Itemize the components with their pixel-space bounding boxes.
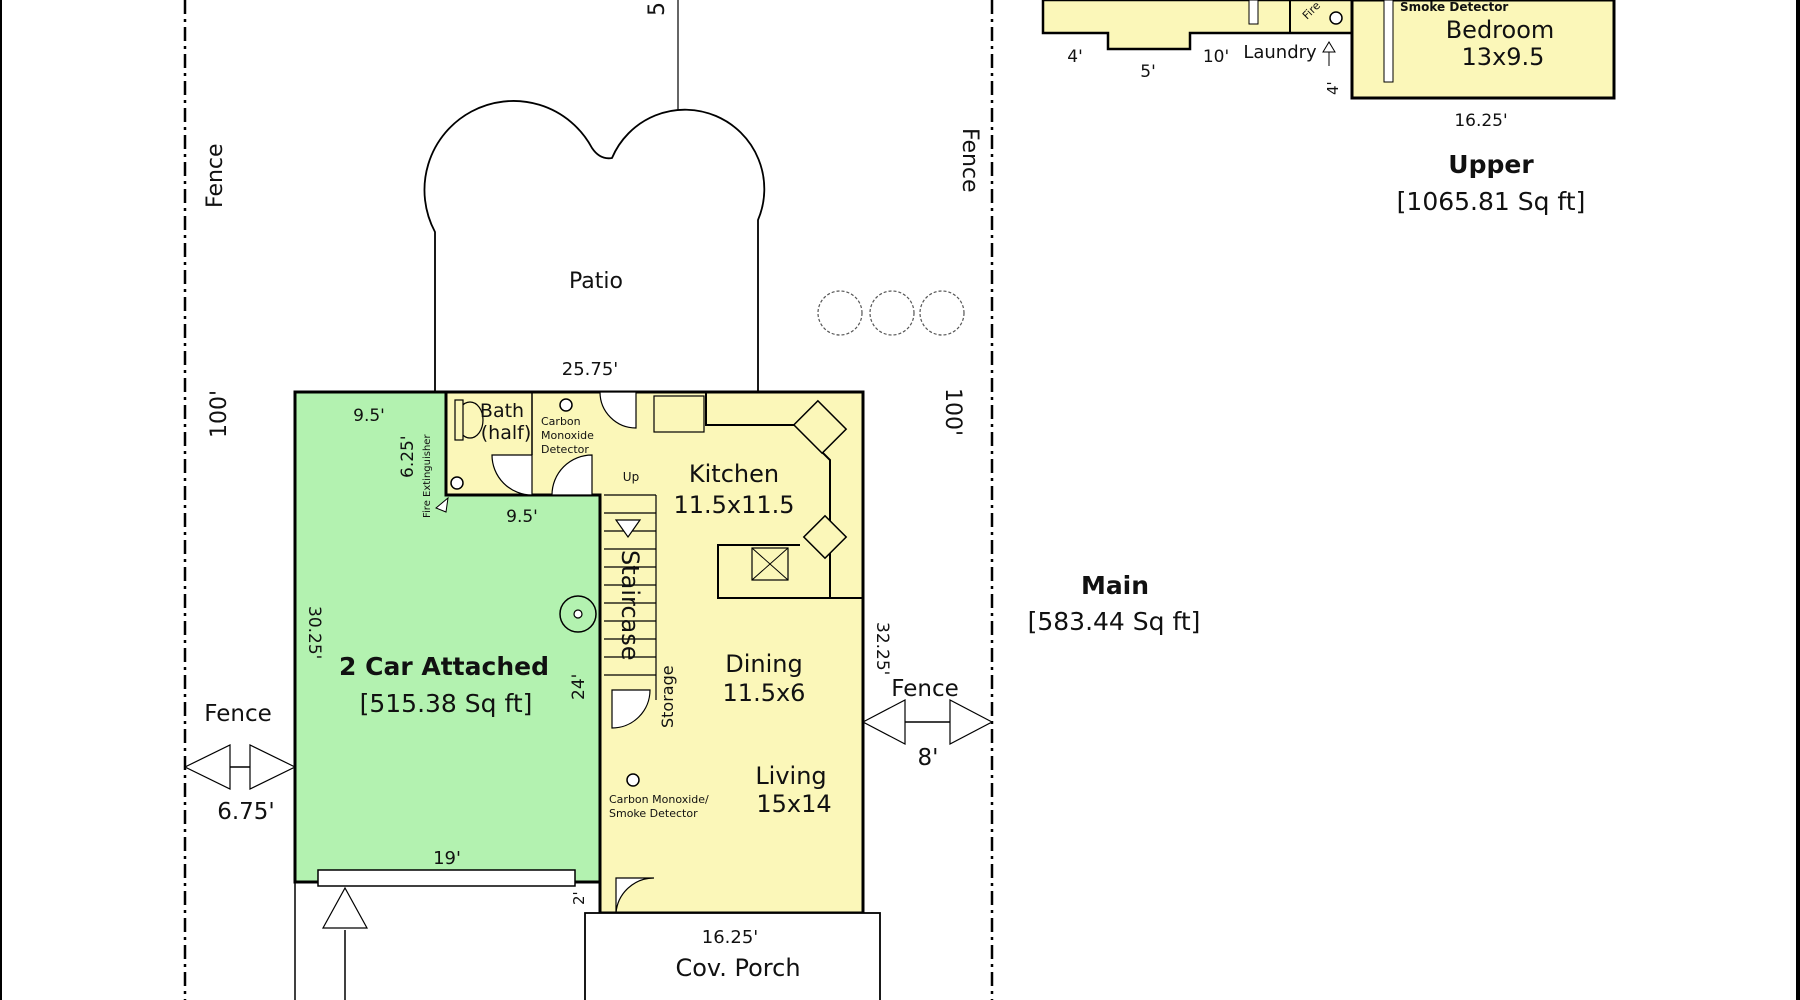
- upper-dim-5: 5': [1140, 62, 1156, 82]
- bushes: [817, 290, 965, 336]
- co-detector-label-1: Carbon: [541, 415, 581, 428]
- top-arrow-label: 5: [645, 2, 670, 16]
- dining-name: Dining: [725, 650, 802, 678]
- lot-depth-right-label: 100': [940, 388, 965, 436]
- dining-size: 11.5x6: [723, 679, 806, 707]
- laundry-label: Laundry: [1243, 42, 1317, 63]
- co-detector-label-3: Detector: [541, 443, 589, 456]
- setback-right-arrow-b: [949, 699, 994, 745]
- fridge: [653, 395, 705, 433]
- bath-name: Bath: [480, 400, 524, 422]
- fence-side-right-label: Fence: [891, 676, 959, 702]
- setback-right-arrow-a: [861, 699, 906, 745]
- door-swing-bath: [491, 454, 533, 496]
- garage-door: [317, 869, 576, 887]
- upper-dim-10: 10': [1203, 47, 1229, 67]
- living-size: 15x14: [756, 790, 831, 818]
- setback-left-label: 6.75': [217, 799, 275, 825]
- door-swings: [491, 391, 655, 914]
- bedroom-closet-door: [1383, 0, 1394, 83]
- patio-outline: [423, 100, 766, 392]
- door-swing-patio: [599, 391, 637, 429]
- patio-label: Patio: [569, 269, 623, 294]
- dim-bath-bottom: 9.5': [506, 507, 538, 527]
- bath-note: (half): [481, 422, 531, 444]
- covered-porch: [584, 912, 881, 1000]
- upper-closet-door: [1248, 0, 1259, 25]
- door-swing-garage: [551, 454, 593, 496]
- toilet-tank: [454, 399, 464, 441]
- bush-2: [869, 290, 915, 336]
- fire-extinguisher-label: Fire Extinguisher: [422, 434, 433, 518]
- dim-top-house: 25.75': [562, 359, 618, 380]
- co-detector-label-2: Monoxide: [541, 429, 594, 442]
- dim-garage-inner: 24': [569, 674, 589, 700]
- kitchen-name: Kitchen: [689, 460, 779, 488]
- setback-left-arrow-a: [183, 744, 231, 790]
- co-smoke-label-2: Smoke Detector: [609, 807, 698, 820]
- laundry-arrow-head: [1322, 41, 1336, 53]
- dim-porch: 16.25': [702, 927, 758, 948]
- fence-left-label: Fence: [203, 143, 228, 208]
- upper-level-area: [1065.81 Sq ft]: [1397, 187, 1586, 216]
- water-heater-dot: [573, 609, 583, 619]
- setback-right-label: 8': [918, 745, 939, 771]
- sink-appliance: [802, 514, 848, 560]
- door-swing-front: [615, 877, 655, 914]
- co-smoke-label-1: Carbon Monoxide/: [609, 793, 709, 806]
- upper-dim-1625: 16.25': [1454, 111, 1507, 131]
- main-level-name: Main: [1081, 571, 1149, 600]
- setback-left-arrow-b: [249, 744, 297, 790]
- fire-extinguisher-arrow: [435, 496, 449, 513]
- upper-smoke-detector-label: Smoke Detector: [1400, 0, 1508, 14]
- fence-right-label: Fence: [957, 128, 982, 193]
- lot-depth-left-label: 100': [207, 390, 232, 438]
- fence-side-left-label: Fence: [204, 701, 272, 727]
- upper-bedroom: [1350, 0, 1616, 100]
- bedroom-size: 13x9.5: [1462, 43, 1545, 71]
- island-x-2: [751, 547, 789, 581]
- dim-house-right: 32.25': [872, 622, 892, 675]
- fire-extinguisher-icon: [450, 476, 464, 490]
- dim-garage-left: 30.25': [304, 606, 324, 659]
- stairs-up-label: Up: [623, 470, 639, 484]
- upper-smoke-detector-icon: [1329, 11, 1343, 25]
- driveway-arrow-head: [321, 886, 369, 929]
- garage-name: 2 Car Attached: [339, 652, 549, 681]
- bush-3: [919, 290, 965, 336]
- dim-garage-top: 9.5': [353, 406, 385, 426]
- main-level-area: [583.44 Sq ft]: [1028, 607, 1201, 636]
- upper-dim-4b: 4': [1324, 81, 1342, 95]
- dim-garage-bottom: 19': [433, 848, 461, 869]
- garage-area: [515.38 Sq ft]: [360, 689, 533, 718]
- range-appliance: [792, 399, 848, 455]
- upper-level-name: Upper: [1448, 150, 1534, 179]
- stairs-direction-arrow: [614, 519, 642, 539]
- staircase-treads: [604, 494, 657, 700]
- porch-label: Cov. Porch: [675, 954, 800, 982]
- kitchen-size: 11.5x11.5: [673, 491, 794, 519]
- co-detector-icon: [559, 398, 573, 412]
- co-smoke-detector-icon: [626, 773, 640, 787]
- door-swing-storage: [611, 689, 651, 729]
- staircase-label: Staircase: [616, 550, 644, 661]
- living-name: Living: [755, 762, 826, 790]
- dim-bath-side: 6.25': [398, 435, 418, 478]
- upper-dim-4a: 4': [1067, 47, 1083, 67]
- bush-1: [817, 290, 863, 336]
- bedroom-name: Bedroom: [1446, 16, 1555, 44]
- dim-small-2: 2': [570, 891, 588, 905]
- storage-label: Storage: [658, 665, 677, 728]
